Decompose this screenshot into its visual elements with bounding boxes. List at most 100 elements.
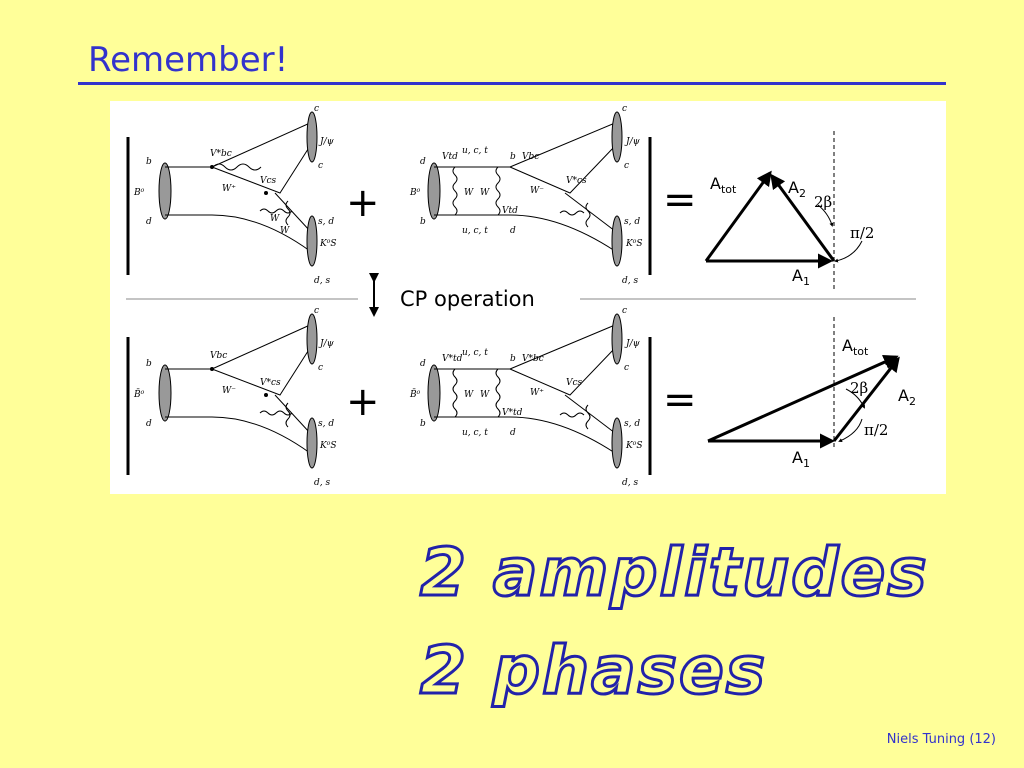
label-b: b <box>420 217 426 227</box>
label-meson: B⁰ <box>133 188 145 198</box>
label-w2: W <box>480 188 490 198</box>
label-a2: A <box>898 386 909 405</box>
label-meson: B̄⁰ <box>409 388 421 400</box>
label-meson: B⁰ <box>409 188 421 198</box>
label-a1: A <box>792 266 803 285</box>
label-uct-top: u, c, t <box>462 348 488 358</box>
label-d: d <box>420 157 426 167</box>
amplitude-triangle-top: Atot A2 A1 2β π/2 <box>704 131 874 291</box>
label-vertex1: Vbc <box>522 152 539 162</box>
label-a1: A <box>792 448 803 467</box>
amplitude-triangle-bottom: Atot A2 A1 2β π/2 <box>707 317 916 470</box>
plus-sign-top: + <box>346 180 380 226</box>
diagram-bottom-middle: d B̄⁰ b V*td u, c, t W W b V*bc W⁺ Vcs V… <box>409 306 643 488</box>
equals-sign-bottom: = <box>663 377 697 423</box>
footer-author-page: Niels Tuning (12) <box>886 732 996 747</box>
feynman-diagram-figure: b B⁰ d V*bc W⁺ Vcs W W c J/ψ c s, d K⁰S … <box>110 101 946 494</box>
label-w1: W <box>464 390 474 400</box>
label-sd: s, d <box>318 419 334 429</box>
label-ds: d, s <box>622 478 638 488</box>
diagram-top-middle: d B⁰ b Vtd u, c, t W W b Vbc W⁻ V*cs Vtd… <box>409 104 643 286</box>
label-sd: s, d <box>624 419 640 429</box>
label-w-a: W <box>270 214 280 224</box>
label-vtd-bot: Vtd <box>502 206 518 216</box>
svg-text:A1: A1 <box>792 266 810 288</box>
label-w2: W <box>480 390 490 400</box>
label-a2-sub: 2 <box>909 395 916 408</box>
title-underline <box>78 82 946 85</box>
label-atot-sub: tot <box>853 345 869 358</box>
label-d: d <box>146 419 152 429</box>
label-ds: d, s <box>622 276 638 286</box>
label-uct-top: u, c, t <box>462 146 488 156</box>
label-c-bot: c <box>318 161 323 171</box>
svg-text:Atot: Atot <box>710 174 737 196</box>
label-jpsi: J/ψ <box>624 137 641 147</box>
label-angle-2beta: 2β <box>814 193 832 211</box>
label-ds: d, s <box>314 478 330 488</box>
label-boson: W⁺ <box>222 184 236 194</box>
label-w1: W <box>464 188 474 198</box>
label-vertex1: Vbc <box>210 351 227 361</box>
equals-sign-top: = <box>663 177 697 223</box>
svg-text:A1: A1 <box>792 448 810 470</box>
label-sd: s, d <box>624 217 640 227</box>
label-c-top: c <box>622 306 627 316</box>
label-vertex2: Vcs <box>260 176 277 186</box>
label-vertex2: V*cs <box>566 176 587 186</box>
label-vertex2: Vcs <box>566 378 583 388</box>
label-b: b <box>420 419 426 429</box>
label-jpsi: J/ψ <box>318 339 335 349</box>
label-jpsi: J/ψ <box>624 339 641 349</box>
label-vtd-top: Vtd <box>442 152 458 162</box>
label-w-b: W <box>280 226 290 236</box>
label-c-top: c <box>622 104 627 114</box>
cp-operation-divider: CP operation <box>126 273 916 317</box>
label-vertex1: V*bc <box>210 149 232 159</box>
label-c-bot: c <box>624 161 629 171</box>
phases-callout: 2 phases <box>419 632 767 709</box>
label-a2: A <box>788 178 799 197</box>
svg-text:A2: A2 <box>898 386 916 408</box>
cp-operation-label: CP operation <box>400 287 535 311</box>
label-meson: B̄⁰ <box>133 388 145 400</box>
label-a1-sub: 1 <box>803 275 810 288</box>
label-atot: A <box>710 174 721 193</box>
label-uct-bot: u, c, t <box>462 226 488 236</box>
label-c-top: c <box>314 104 319 114</box>
label-uct-bot: u, c, t <box>462 428 488 438</box>
label-angle-2beta: 2β <box>850 379 868 397</box>
svg-text:A2: A2 <box>788 178 806 200</box>
label-kaon: K⁰S <box>319 441 337 451</box>
label-b2: b <box>510 354 516 364</box>
label-c-bot: c <box>318 363 323 373</box>
label-vertex1: V*bc <box>522 354 544 364</box>
label-d2: d <box>510 428 516 438</box>
amplitudes-callout: 2 amplitudes <box>419 534 929 611</box>
label-d: d <box>420 359 426 369</box>
label-kaon: K⁰S <box>625 239 643 249</box>
label-kaon: K⁰S <box>319 239 337 249</box>
label-b: b <box>146 157 152 167</box>
plus-sign-bottom: + <box>346 379 380 425</box>
label-c-top: c <box>314 306 319 316</box>
label-d2: d <box>510 226 516 236</box>
label-boson: W⁻ <box>222 386 236 396</box>
label-vertex2: V*cs <box>260 378 281 388</box>
label-atot-sub: tot <box>721 183 737 196</box>
label-b2: b <box>510 152 516 162</box>
label-d: d <box>146 217 152 227</box>
label-vtd-top: V*td <box>442 354 463 364</box>
label-kaon: K⁰S <box>625 441 643 451</box>
label-vtd-bot: V*td <box>502 408 523 418</box>
label-atot: A <box>842 336 853 355</box>
label-a1-sub: 1 <box>803 457 810 470</box>
svg-text:Atot: Atot <box>842 336 869 358</box>
label-angle-pi2: π/2 <box>850 224 874 242</box>
label-boson: W⁻ <box>530 186 544 196</box>
label-jpsi: J/ψ <box>318 137 335 147</box>
label-a2-sub: 2 <box>799 187 806 200</box>
label-ds: d, s <box>314 276 330 286</box>
diagram-bottom-left: b B̄⁰ d Vbc W⁻ V*cs c J/ψ c s, d K⁰S d, … <box>133 306 337 488</box>
label-c-bot: c <box>624 363 629 373</box>
